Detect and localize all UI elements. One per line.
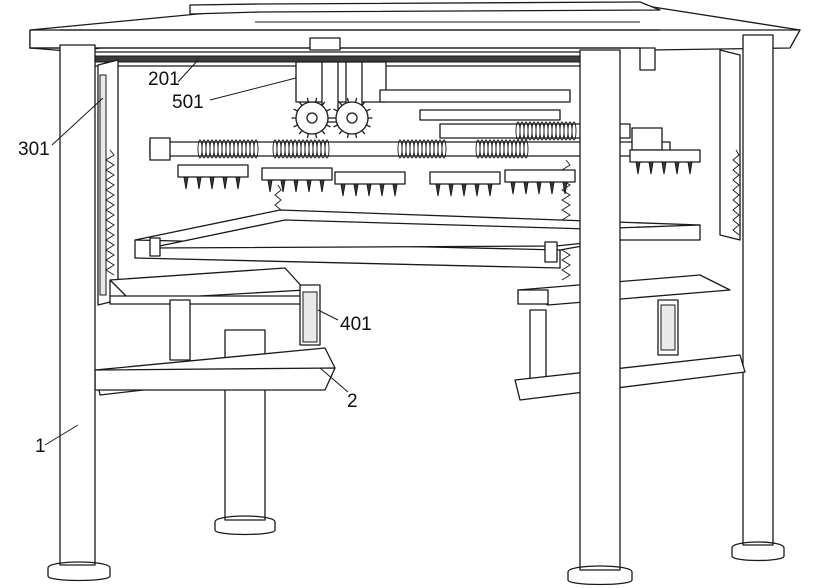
right-platform [514,274,746,401]
spring-coil [253,139,259,159]
tray-frame [134,209,701,269]
needle-bar [261,167,333,181]
needle [549,181,555,195]
needle [487,183,493,197]
label-cylinder: 401 [340,314,372,335]
needle [222,176,228,190]
label-platform: 2 [347,391,358,412]
needle [353,183,359,197]
gear-tooth [321,101,326,107]
gear-tooth [293,108,299,112]
top-frame [29,1,801,71]
label-gear-assembly: 501 [172,92,204,113]
gear-tooth [346,132,350,139]
needle-bar [629,149,701,163]
needle [435,183,441,197]
gear-tooth [338,129,343,135]
label-top-rail: 201 [148,69,180,90]
gear-tooth [346,97,350,104]
front-legs [47,44,633,586]
needle [183,176,189,190]
needle [510,181,516,195]
needle [340,183,346,197]
needle [536,181,542,195]
needle [461,183,467,197]
needle [209,176,215,190]
needle [661,161,667,175]
needle [235,176,241,190]
left-platform [94,267,336,396]
needle [293,179,299,193]
gear-tooth [365,124,371,128]
needle-carriers [177,149,701,197]
gear-tooth [306,132,310,139]
gear-tooth [325,124,331,128]
gear-tooth [314,97,318,104]
needle-bar [177,164,249,178]
back-spring [732,149,740,236]
gear-tooth [298,101,303,107]
gear-tooth [321,129,326,135]
needle [448,183,454,197]
needle [635,161,641,175]
gear-tooth [298,129,303,135]
needle [474,183,480,197]
gear-assembly [291,37,571,139]
needle [379,183,385,197]
gear-tooth [361,129,366,135]
gear-tooth [314,132,318,139]
spring-coil [324,139,330,159]
gear-tooth [354,132,358,139]
gear-tooth [293,124,299,128]
needle [306,179,312,193]
needle-bar [334,171,406,185]
part-labels: 201 501 301 401 2 1 [18,59,372,457]
gear-tooth [306,97,310,104]
spring-coil [441,139,447,159]
needle [392,183,398,197]
gear-tooth [338,101,343,107]
needle [523,181,529,195]
left-spring [105,149,115,276]
needle [280,179,286,193]
gear-tooth [333,108,339,112]
needle [196,176,202,190]
gear-tooth [354,97,358,104]
label-side-plate: 301 [18,139,50,160]
needle-bar [504,169,576,183]
gear-tooth [325,108,331,112]
needle [687,161,693,175]
needle [366,183,372,197]
needle [674,161,680,175]
needle [562,181,568,195]
needle [267,179,273,193]
needle-bar [429,171,501,185]
gear-tooth [361,101,366,107]
needle [648,161,654,175]
spring-coil [571,121,577,141]
shaft-assembly [149,121,671,161]
gear-tooth [365,108,371,112]
gear-tooth [333,124,339,128]
needle [319,179,325,193]
label-frame: 1 [35,436,46,457]
